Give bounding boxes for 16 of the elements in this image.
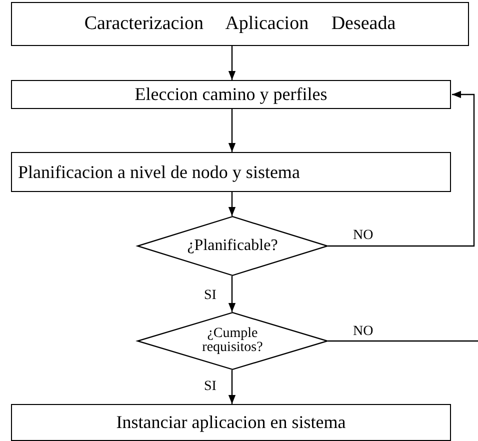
- arrow: [228, 370, 236, 404]
- arrow: [228, 276, 236, 312]
- process-label: Caracterizacion Aplicacion Deseada: [84, 13, 396, 35]
- process-label: Eleccion camino y perfiles: [134, 84, 328, 105]
- process-box: [11, 80, 451, 109]
- arrow: [228, 109, 236, 152]
- decision-label: ¿Cumple requisitos?: [201, 327, 264, 355]
- process-label: Planificacion a nivel de nodo y sistema: [18, 162, 300, 182]
- arrow: [328, 90, 475, 247]
- arrow: [228, 192, 236, 216]
- decision-label: ¿Planificable?: [186, 238, 279, 254]
- process-box: [11, 404, 451, 441]
- arrow: [228, 46, 236, 80]
- process-box: [11, 152, 451, 192]
- process-box: [11, 2, 469, 46]
- process-label: Instanciar aplicacion en sistema: [116, 412, 346, 433]
